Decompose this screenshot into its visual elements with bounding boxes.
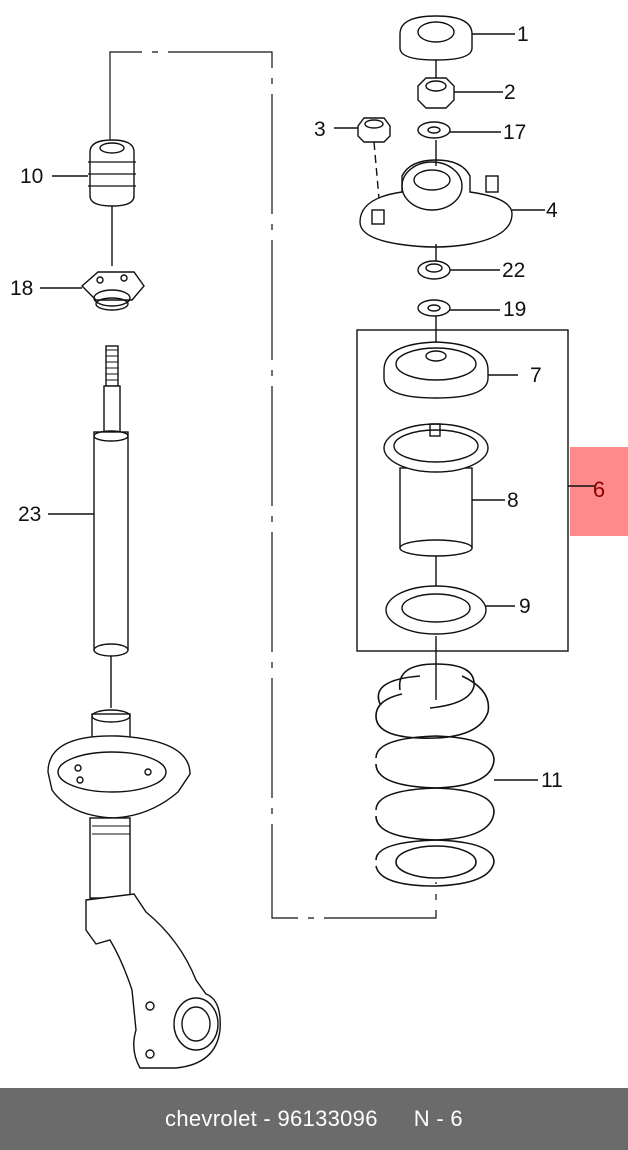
part-2-nut: [417, 77, 503, 109]
strut-assembly-diagram: [40, 15, 628, 1069]
callout-19: 19: [503, 298, 527, 321]
strut-body: [47, 709, 221, 1069]
part-23-shock-absorber: [48, 345, 129, 657]
callout-10: 10: [20, 165, 44, 188]
kit-highlight: 6: [570, 447, 628, 536]
connector-frame: [109, 51, 437, 919]
callout-1: 1: [517, 23, 529, 46]
footer-bar: chevrolet - 96133096 N - 6: [0, 1088, 628, 1150]
footer-part-text: chevrolet - 96133096: [165, 1106, 378, 1131]
callout-9: 9: [519, 595, 531, 618]
callout-2: 2: [504, 81, 516, 104]
part-6-kit-box: [356, 329, 569, 652]
callout-3: 3: [314, 118, 326, 141]
part-18-plate: [40, 271, 145, 311]
callout-6: 6: [592, 477, 606, 502]
callout-4: 4: [546, 199, 558, 222]
part-9-spring-seat: [385, 585, 515, 635]
part-22-bushing: [417, 260, 500, 280]
part-17-washer: [417, 121, 501, 139]
part-11-coil-spring: [375, 663, 538, 887]
callout-17: 17: [503, 121, 527, 144]
kit-highlight-box: [570, 447, 628, 536]
part-3-flange-nut: [334, 117, 391, 211]
part-19-washer: [417, 299, 500, 317]
callout-7: 7: [530, 364, 542, 387]
callout-8: 8: [507, 489, 519, 512]
part-1-top-cap: [399, 15, 515, 61]
part-8-dust-boot: [383, 423, 505, 557]
footer-ref-text: N - 6: [413, 1106, 463, 1131]
part-7-bearing-plate: [383, 341, 518, 399]
part-10-bump-stop: [52, 139, 136, 207]
callout-22: 22: [502, 259, 526, 282]
callout-23: 23: [18, 503, 42, 526]
callout-18: 18: [10, 277, 34, 300]
callout-11: 11: [541, 769, 563, 792]
part-4-strut-mount: [359, 140, 545, 248]
